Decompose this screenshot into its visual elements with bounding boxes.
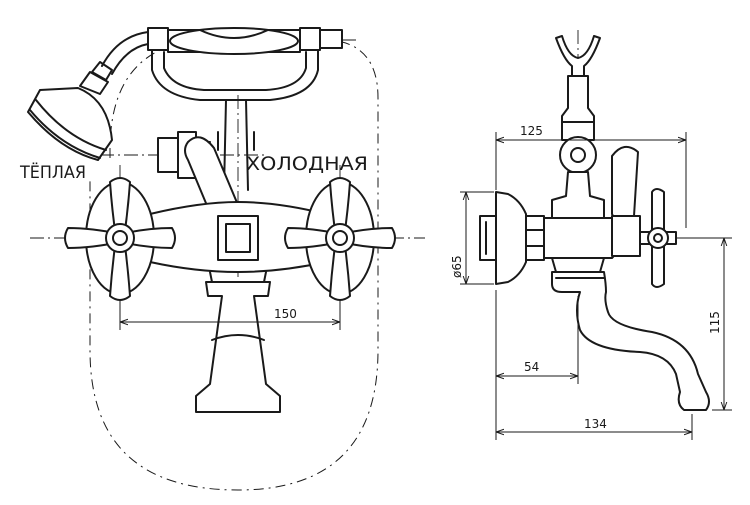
dimension-spacing: 150 [119,300,341,330]
warm-label: ТЁПЛАЯ [19,162,86,183]
svg-text:ø65: ø65 [450,255,464,278]
dimension-spout-offset: 54 [495,290,579,384]
dimension-diameter: ø65 [450,191,494,285]
side-wall-flange [479,191,527,285]
svg-text:125: 125 [520,124,543,138]
side-cross-handle [639,188,677,288]
side-spout [551,271,710,411]
side-holder [551,35,605,219]
svg-text:134: 134 [584,417,607,431]
svg-text:54: 54 [524,360,539,374]
side-body [543,217,621,259]
dimension-width-side: 125 [495,124,687,228]
cold-label: ХОЛОДНАЯ [246,153,368,175]
side-nut [525,215,545,261]
handset-holder [147,27,343,101]
front-spout [195,281,281,413]
holder-column [223,99,249,191]
svg-text:150: 150 [274,307,297,321]
right-valve [284,177,396,301]
side-view: 125 ø65 115 54 134 [450,30,732,440]
left-valve [64,177,176,301]
svg-text:115: 115 [708,311,722,334]
dimension-total-depth: 134 [495,384,693,440]
dimension-height: 115 [680,237,732,411]
front-view: ТЁПЛАЯ ХОЛОДНАЯ 150 [19,27,425,491]
shower-head [27,61,113,161]
